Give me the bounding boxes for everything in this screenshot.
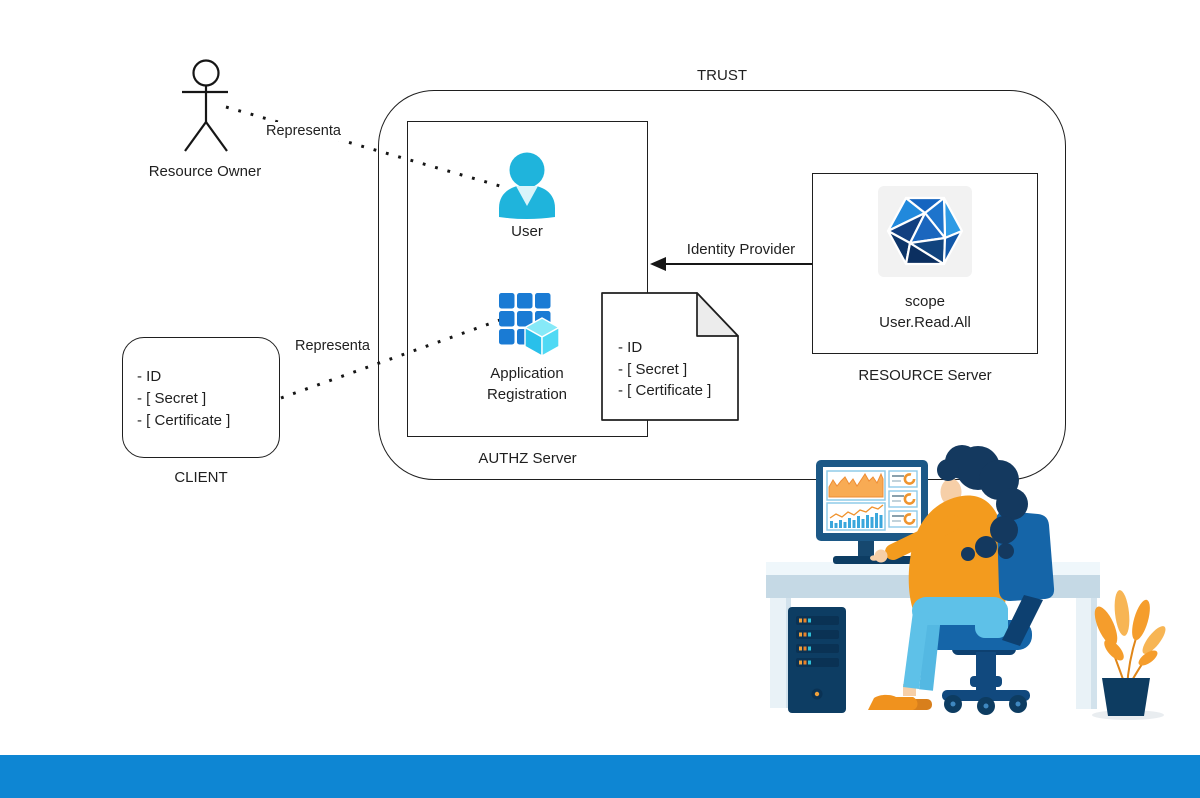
- resource-server-box: [812, 173, 1038, 354]
- office-chair-back: [996, 511, 1055, 646]
- back-shoe: [898, 699, 932, 710]
- representa-top-label: Representa: [263, 122, 344, 141]
- front-shoe: [868, 694, 918, 710]
- torso-sweater: [908, 495, 1007, 612]
- client-label: CLIENT: [174, 469, 228, 486]
- plant-pot: [1102, 678, 1150, 716]
- arm-sleeve: [885, 515, 961, 560]
- woman-figure: [868, 478, 1008, 710]
- bar-chart: [830, 513, 883, 528]
- authz-server-box: [407, 121, 648, 437]
- thighs: [912, 597, 1008, 625]
- client-box: [122, 337, 280, 458]
- face: [940, 478, 962, 506]
- trust-boundary-box: [378, 90, 1066, 480]
- ankle: [903, 684, 916, 696]
- hips: [975, 600, 1008, 638]
- far-shin: [919, 615, 941, 691]
- plant-icon: [1092, 590, 1166, 720]
- office-chair-base: [924, 620, 1032, 715]
- footer-accent-bar: [0, 755, 1200, 798]
- trust-label: TRUST: [697, 67, 747, 84]
- pc-tower-icon: [788, 607, 846, 713]
- near-shin: [903, 610, 929, 690]
- desk: [766, 562, 1100, 709]
- hand: [874, 549, 888, 563]
- resource-owner-label: Resource Owner: [148, 163, 262, 180]
- representa-bottom-label: Representa: [292, 337, 373, 356]
- stick-figure-icon: [182, 59, 228, 152]
